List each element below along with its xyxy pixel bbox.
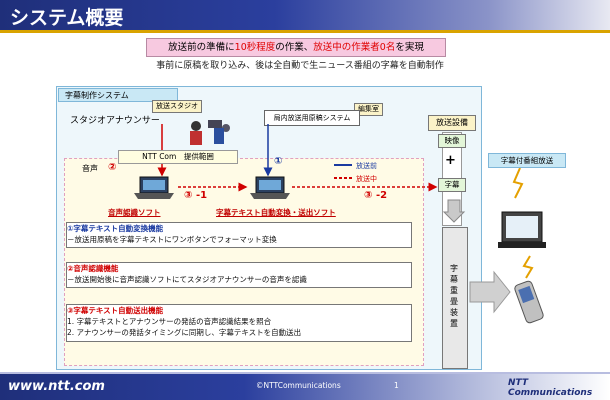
feature-title: ②音声認識機能 bbox=[67, 264, 119, 273]
summary-box: 放送前の準備に10秒程度の作業、放送中の作業者0名を実現 bbox=[146, 38, 446, 57]
broadcast-arrow-icon bbox=[469, 270, 511, 314]
feature-line: －放送用原稿を字幕テキストにワンボタンでフォーマット変換 bbox=[67, 235, 277, 244]
manuscript-system-box: 局内放送用原稿システム bbox=[264, 110, 360, 126]
mobile-phone-icon bbox=[514, 280, 544, 324]
feature-box-2: ②音声認識機能 －放送開始後に音声認識ソフトにてスタジオアナウンサーの音声を認識 bbox=[66, 262, 412, 288]
studio-tag: 放送スタジオ bbox=[152, 100, 202, 113]
ntt-logo: NTT Communications bbox=[508, 378, 593, 398]
feature-title: ①字幕テキスト自動変換機能 bbox=[67, 224, 164, 233]
summary-part-c: の作業、 bbox=[275, 42, 314, 53]
marker-3-1: ③ -1 bbox=[184, 190, 208, 201]
plus-sign: + bbox=[445, 153, 456, 168]
text-laptop-icon bbox=[250, 176, 290, 199]
summary-part-d: 放送中の作業者0名 bbox=[313, 42, 396, 53]
system-label: 字幕制作システム bbox=[58, 88, 178, 102]
feature-box-3: ③字幕テキスト自動送出機能 1. 字幕テキストとアナウンサーの発話の音声認識結果… bbox=[66, 304, 412, 342]
voice-label: 音声 bbox=[82, 164, 98, 173]
summary-part-e: を実現 bbox=[395, 42, 424, 53]
summary-subtext: 事前に原稿を取り込み、後は全自動で生ニュース番組の字幕を自動制作 bbox=[156, 61, 444, 71]
title-underline bbox=[0, 30, 610, 33]
marker-3-2: ③ -2 bbox=[364, 190, 388, 201]
footer-url: www.ntt.com bbox=[8, 379, 105, 394]
caption-device-label: 字幕重畳装置 bbox=[450, 264, 458, 328]
summary-part-b: 10秒程度 bbox=[234, 42, 276, 53]
tv-icon bbox=[498, 211, 546, 248]
marker-1: ① bbox=[274, 156, 283, 167]
studio-announcer-label: スタジオアナウンサー bbox=[70, 116, 160, 126]
caption-device-box bbox=[442, 227, 468, 369]
ntt-range-label: NTT Com 提供範囲 bbox=[118, 150, 238, 164]
footer-divider bbox=[0, 372, 610, 374]
video-box: 映像 bbox=[438, 134, 466, 148]
page-title: システム概要 bbox=[10, 7, 124, 29]
feature-line: 1. 字幕テキストとアナウンサーの発話の音声認識結果を照合 bbox=[67, 317, 272, 326]
text-soft-label: 字幕テキスト自動変換・送出ソフト bbox=[216, 208, 336, 217]
signal-icon bbox=[522, 255, 534, 279]
feature-line: －放送開始後に音声認識ソフトにてスタジオアナウンサーの音声を認識 bbox=[67, 275, 307, 284]
edit-room-tag: 編集室 bbox=[354, 103, 383, 116]
footer-copyright: ©NTTCommunications bbox=[256, 381, 341, 390]
marker-2: ② bbox=[108, 162, 117, 173]
title-bar bbox=[0, 0, 610, 30]
summary-part-a: 放送前の準備に bbox=[168, 42, 235, 53]
legend-during: 放送中 bbox=[356, 175, 377, 183]
signal-icon bbox=[512, 167, 524, 199]
feature-title: ③字幕テキスト自動送出機能 bbox=[67, 306, 164, 315]
legend-before: 放送前 bbox=[356, 162, 377, 170]
announcer-figure-icon bbox=[190, 121, 202, 145]
down-arrow-icon bbox=[442, 199, 466, 223]
equipment-tag: 放送設備 bbox=[428, 115, 476, 131]
footer-bar bbox=[0, 374, 610, 400]
camera-operator-icon bbox=[208, 120, 230, 144]
feature-box-1: ①字幕テキスト自動変換機能 －放送用原稿を字幕テキストにワンボタンでフォーマット… bbox=[66, 222, 412, 248]
subtitle-box: 字幕 bbox=[438, 178, 466, 192]
voice-laptop-icon bbox=[134, 176, 174, 199]
page-number: 1 bbox=[394, 381, 399, 390]
broadcast-label: 字幕付番組放送 bbox=[488, 153, 566, 168]
feature-line: 2. アナウンサーの発話タイミングに同期し、字幕テキストを自動送出 bbox=[67, 328, 302, 337]
voice-soft-label: 音声認識ソフト bbox=[108, 208, 161, 217]
